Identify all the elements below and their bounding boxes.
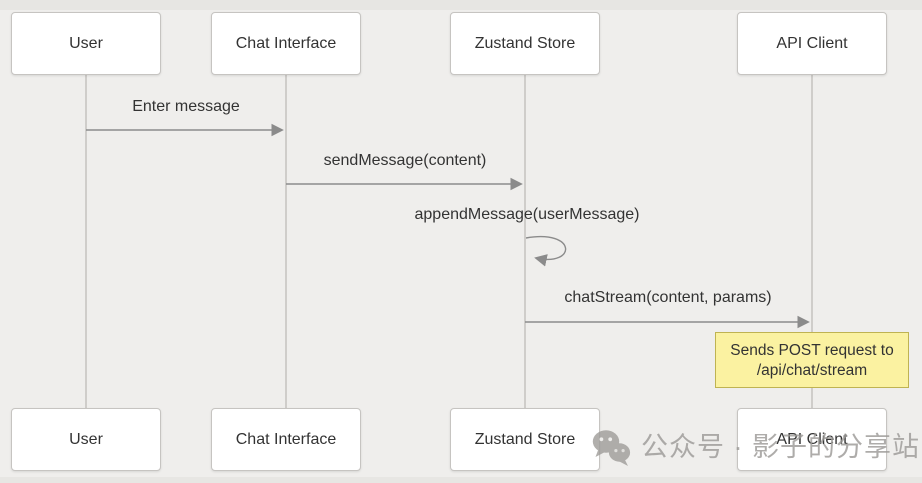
actor-top-api-client: API Client: [737, 12, 887, 75]
note-line: /api/chat/stream: [756, 362, 868, 379]
actor-label: User: [69, 430, 103, 448]
note-line: Sends POST request to: [730, 342, 894, 359]
actor-label: Zustand Store: [474, 34, 576, 52]
actor-label: API Client: [776, 430, 848, 448]
note-sends-post-request: Sends POST request to /api/chat/stream: [715, 332, 909, 388]
message-label-send-message: sendMessage(content): [323, 152, 487, 169]
actor-label: Chat Interface: [235, 34, 337, 52]
actor-top-zustand-store: Zustand Store: [450, 12, 600, 75]
arrow-self-loop-append-message: [525, 235, 567, 267]
message-arrows: [86, 123, 810, 329]
message-label-chat-stream: chatStream(content, params): [564, 289, 772, 306]
message-label-append-message: appendMessage(userMessage): [414, 206, 640, 223]
actor-label: Zustand Store: [474, 430, 576, 448]
lifelines: [85, 75, 813, 409]
actor-bottom-chat-interface: Chat Interface: [211, 408, 361, 471]
actor-label: API Client: [776, 34, 848, 52]
actor-label: Chat Interface: [235, 430, 337, 448]
actor-bottom-api-client: API Client: [737, 408, 887, 471]
actor-bottom-zustand-store: Zustand Store: [450, 408, 600, 471]
message-label-enter-message: Enter message: [132, 98, 240, 115]
diagram-background: [0, 10, 922, 477]
actor-bottom-user: User: [11, 408, 161, 471]
actor-label: User: [69, 34, 103, 52]
actor-top-chat-interface: Chat Interface: [211, 12, 361, 75]
actor-top-user: User: [11, 12, 161, 75]
